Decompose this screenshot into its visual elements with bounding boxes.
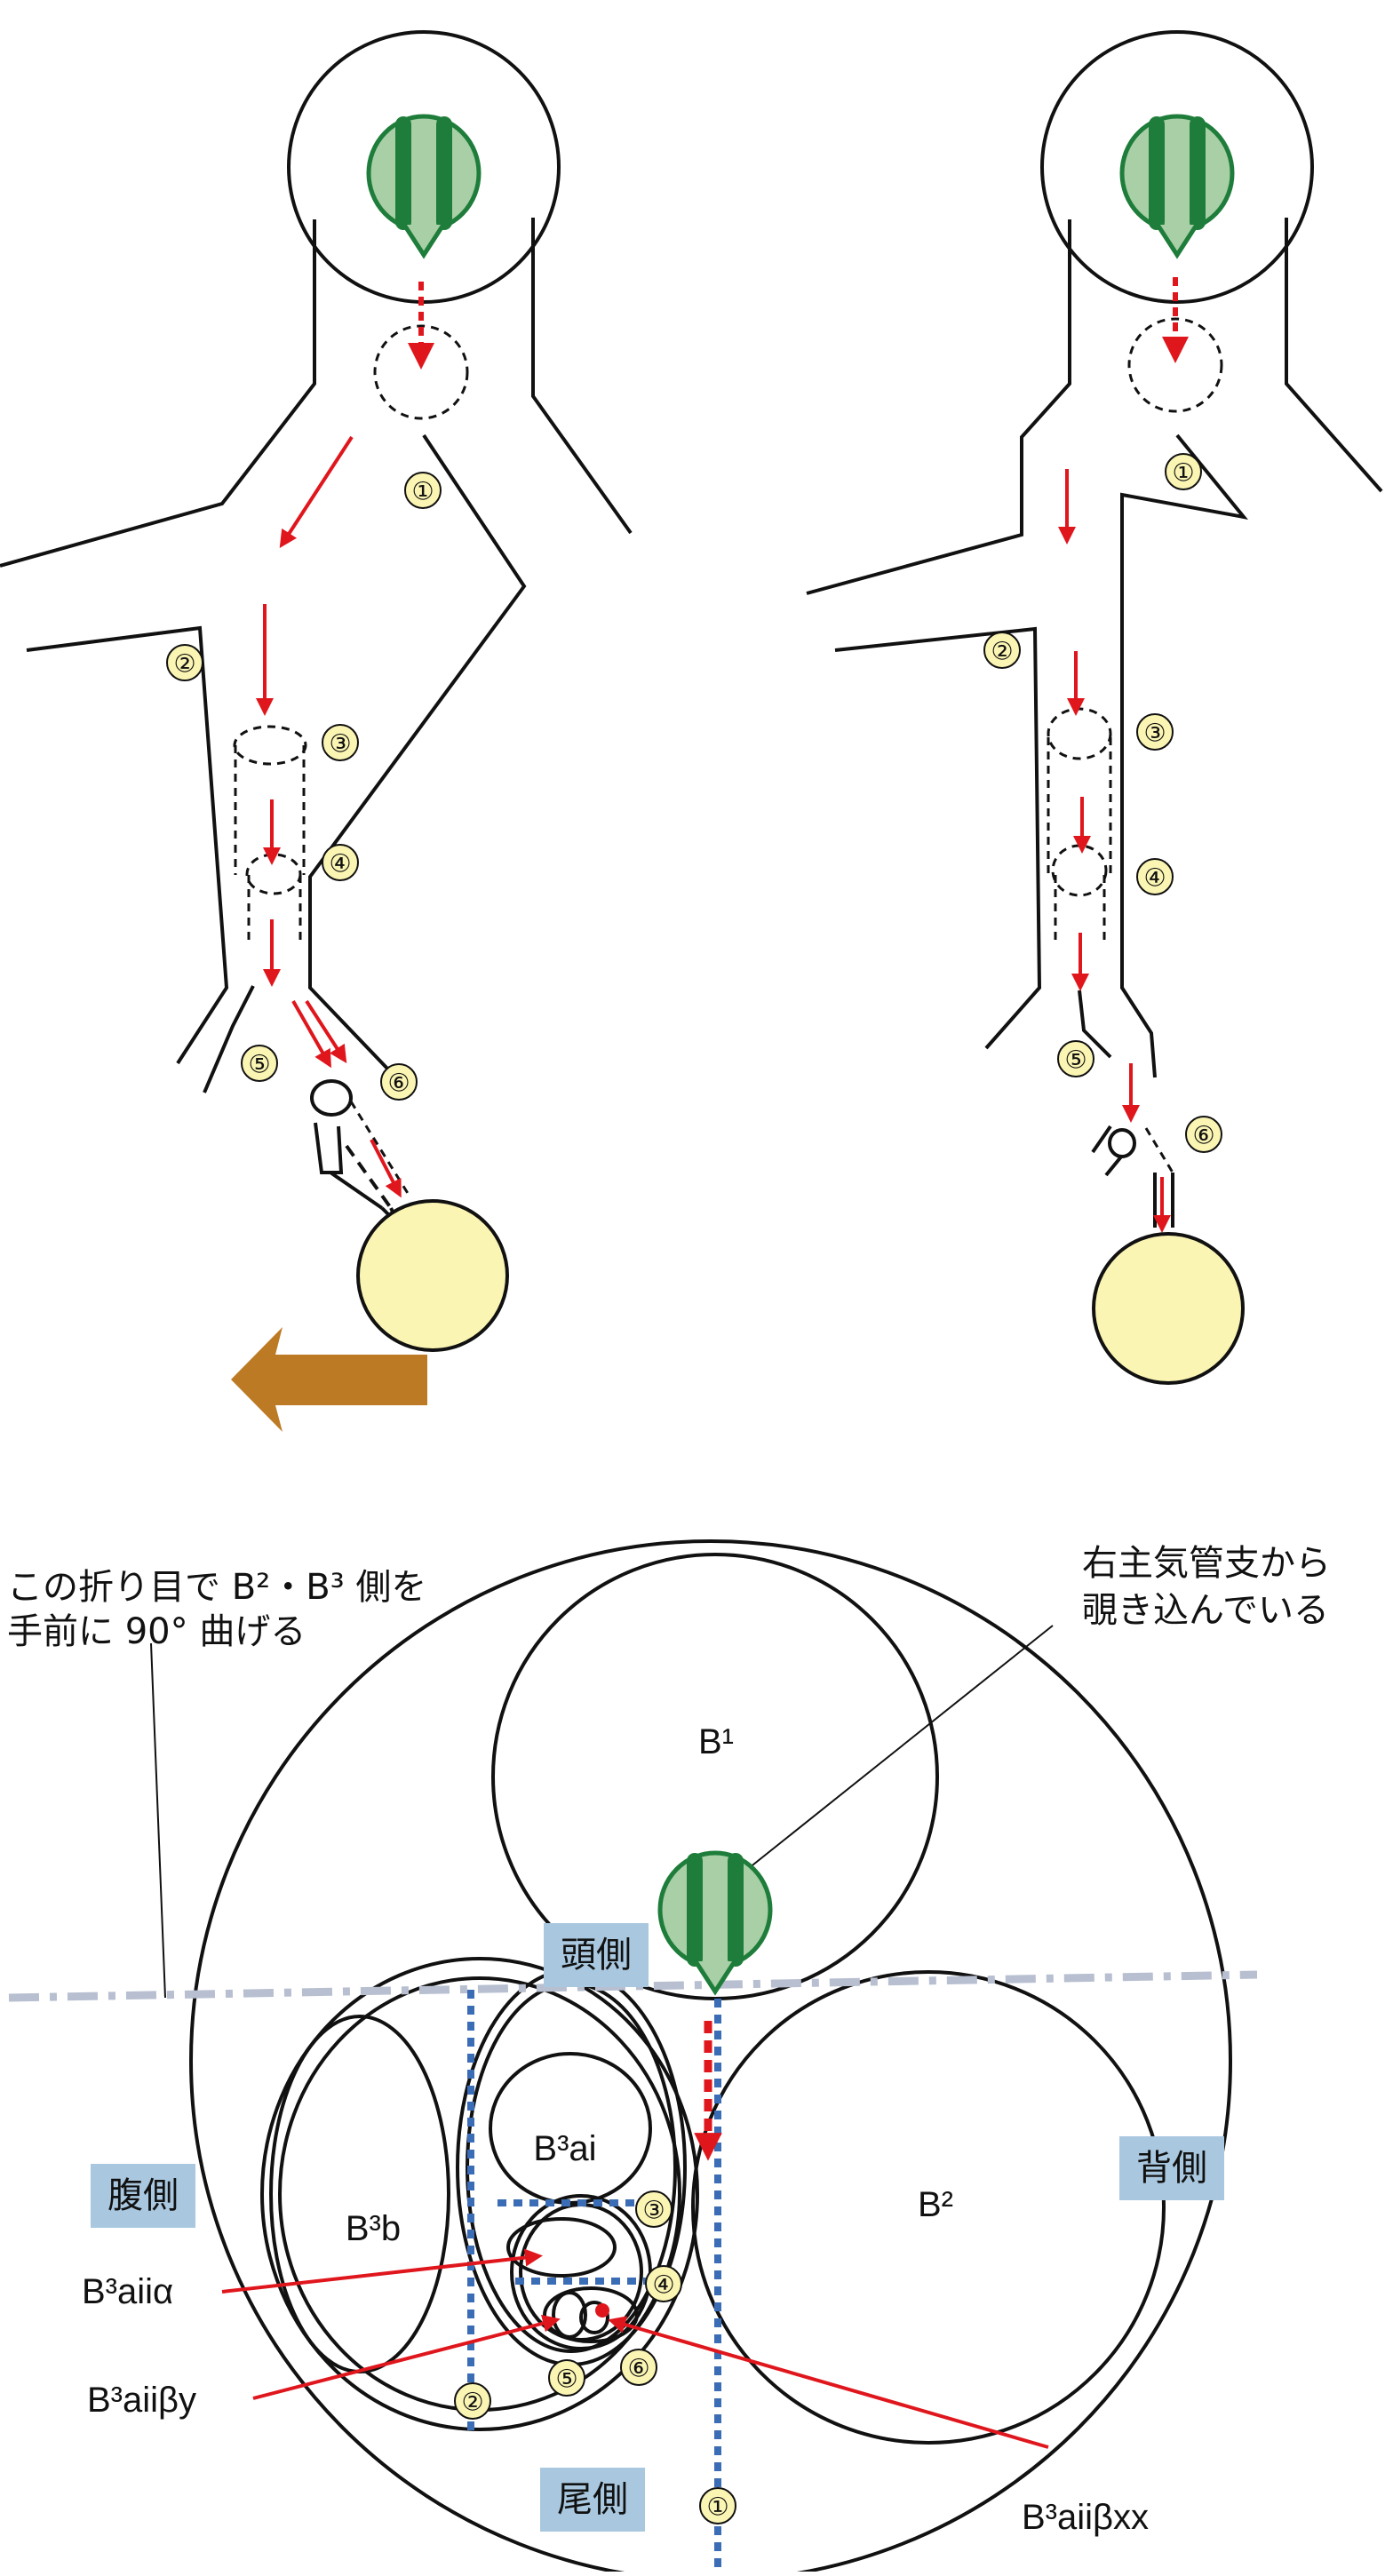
svg-text:①: ① — [1172, 458, 1194, 488]
segment-labels: B¹ B² B³b B³ai B³aiiα B³aiiβy B³aiiβxx — [82, 1722, 1149, 2537]
right-marker-3: ③ — [1136, 713, 1174, 751]
svg-text:⑤: ⑤ — [1064, 1046, 1087, 1075]
cross-section — [189, 1539, 1232, 2576]
label-b1: B¹ — [698, 1722, 734, 1761]
label-ventral: 腹側 — [107, 2175, 179, 2216]
brown-direction-arrow-icon — [231, 1327, 427, 1432]
svg-text:④: ④ — [652, 2270, 674, 2300]
right-lung-target — [1092, 1232, 1245, 1385]
left-red-arrows — [256, 435, 402, 1198]
bottom-marker-2: ② — [454, 2382, 491, 2420]
left-marker-6: ⑥ — [380, 1063, 418, 1101]
left-segment-6-ring — [310, 1079, 353, 1117]
svg-text:⑥: ⑥ — [1192, 1121, 1214, 1150]
svg-text:⑤: ⑤ — [555, 2365, 577, 2394]
pointer-arrows — [221, 2248, 1049, 2449]
svg-text:②: ② — [173, 649, 195, 679]
svg-text:⑤: ⑤ — [248, 1050, 270, 1079]
b3-outer-ellipse — [260, 1957, 699, 2431]
fold-line — [8, 1970, 1258, 2002]
left-marker-4: ④ — [322, 844, 359, 881]
left-number-markers: ① ② ③ ④ ⑤ ⑥ — [166, 472, 442, 1101]
right-marker-1: ① — [1165, 453, 1202, 490]
svg-text:⑥: ⑥ — [387, 1069, 410, 1098]
right-number-markers: ① ② ③ ④ ⑤ ⑥ — [983, 453, 1222, 1153]
right-dashed-segments — [1047, 317, 1223, 1173]
label-cranial: 頭側 — [561, 1935, 632, 1976]
left-marker-2: ② — [166, 644, 203, 681]
label-dorsal: 背側 — [1136, 2148, 1207, 2189]
bottom-marker-4: ④ — [645, 2265, 682, 2302]
view-note-leader — [744, 1625, 1054, 1872]
b2-circle — [691, 1970, 1166, 2445]
left-marker-3: ③ — [322, 724, 359, 761]
blue-dotted-lines — [467, 1990, 721, 2572]
label-caudal: 尾側 — [557, 2479, 628, 2520]
fold-note-leader — [150, 1642, 166, 1999]
right-marker-4: ④ — [1136, 858, 1174, 895]
svg-text:③: ③ — [329, 729, 351, 759]
left-marker-5: ⑤ — [241, 1045, 278, 1082]
svg-text:⑥: ⑥ — [627, 2354, 649, 2383]
svg-text:①: ① — [411, 477, 434, 506]
left-lung-target — [356, 1199, 509, 1352]
right-bronchial-tree — [806, 30, 1383, 1228]
label-b2: B² — [918, 2185, 953, 2224]
orientation-labels: 頭側 腹側 背側 尾側 — [91, 1923, 1224, 2532]
b3aii-alpha-ellipse — [506, 2217, 617, 2278]
right-red-arrows — [1058, 469, 1171, 1233]
right-marker-6: ⑥ — [1185, 1116, 1222, 1153]
bottom-marker-5: ⑤ — [548, 2359, 585, 2397]
label-b3ai: B³ai — [533, 2129, 596, 2168]
b3aii-beta-x-ellipse — [579, 2301, 609, 2334]
label-b3aii-alpha: B³aiiα — [82, 2272, 173, 2311]
svg-text:③: ③ — [1143, 719, 1166, 748]
left-marker-1: ① — [404, 472, 442, 509]
bottom-marker-1: ① — [699, 2487, 736, 2524]
label-b3b: B³b — [346, 2209, 401, 2248]
bottom-marker-3: ③ — [635, 2190, 673, 2228]
label-b3aii-beta-y: B³aiiβy — [87, 2381, 196, 2420]
view-note-line2: 覗き込んでいる — [1082, 1590, 1329, 1631]
bottom-number-markers: ① ② ③ ④ ⑤ ⑥ — [454, 2190, 736, 2524]
svg-text:④: ④ — [1143, 863, 1166, 893]
svg-text:②: ② — [461, 2388, 483, 2417]
b3aii-beta-xx-dot — [595, 2303, 609, 2318]
fold-note-line2: 手前に 90° 曲げる — [7, 1611, 306, 1652]
notes: この折り目で B²・B³ 側を 手前に 90° 曲げる 右主気管支から 覗き込ん… — [7, 1543, 1331, 1652]
svg-text:④: ④ — [329, 849, 351, 879]
svg-text:①: ① — [706, 2493, 728, 2522]
label-b3aii-beta-xx: B³aiiβxx — [1022, 2498, 1149, 2537]
svg-text:③: ③ — [642, 2196, 665, 2225]
fold-note-line1: この折り目で B²・B³ 側を — [7, 1567, 426, 1608]
bottom-marker-6: ⑥ — [620, 2349, 657, 2386]
right-segment-6-ring — [1108, 1128, 1136, 1158]
right-marker-2: ② — [983, 632, 1021, 669]
right-marker-5: ⑤ — [1057, 1040, 1094, 1077]
svg-text:②: ② — [991, 637, 1013, 666]
view-note-line1: 右主気管支から — [1082, 1543, 1331, 1584]
